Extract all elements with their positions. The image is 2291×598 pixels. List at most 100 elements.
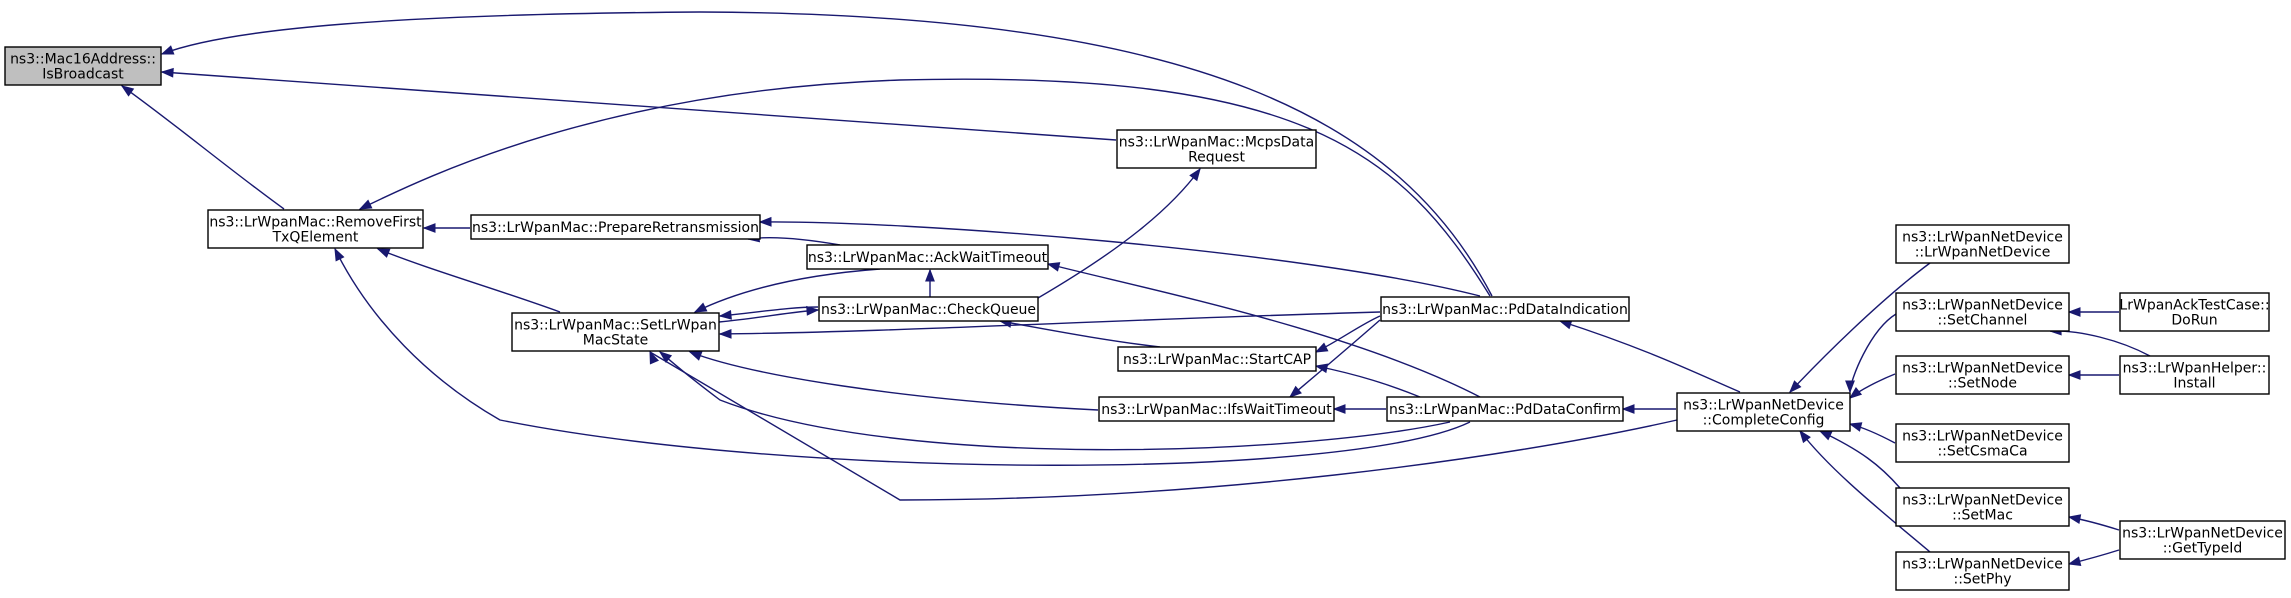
arrowhead-icon: [1314, 342, 1329, 353]
node-box[interactable]: [207, 209, 424, 249]
node-label: ::CompleteConfig: [1703, 413, 1825, 429]
edge-checkqueue-to-mcpsdata: [1037, 167, 1201, 299]
edge-line: [747, 236, 841, 246]
node-box[interactable]: [1895, 292, 2070, 332]
edge-pddataind-to-setlrwpan: [718, 311, 1381, 339]
node-label: ns3::LrWpanNetDevice: [2122, 526, 2283, 542]
node-box[interactable]: [1116, 129, 1317, 169]
edge-ifswait-to-pddataind: [1288, 319, 1381, 398]
node-checkqueue[interactable]: ns3::LrWpanMac::CheckQueue: [818, 296, 1039, 322]
node-prepareretx[interactable]: ns3::LrWpanMac::PrepareRetransmission: [470, 214, 761, 240]
arrowhead-icon: [1046, 262, 1061, 272]
node-setphy[interactable]: ns3::LrWpanNetDevice::SetPhy: [1895, 551, 2070, 591]
edge-line: [719, 311, 1381, 335]
edge-line: [1819, 430, 1901, 489]
arrowhead-icon: [422, 223, 436, 233]
node-box[interactable]: [2119, 292, 2270, 332]
node-box[interactable]: [511, 312, 720, 352]
arrowhead-icon: [1189, 167, 1201, 182]
node-label: ns3::LrWpanMac::SetLrWpan: [514, 318, 717, 334]
node-label: ns3::LrWpanNetDevice: [1902, 230, 2063, 246]
edge-ackwait-to-prepareretx: [746, 232, 841, 246]
node-label: ns3::LrWpanNetDevice: [1902, 557, 2063, 573]
node-label: ns3::LrWpanHelper::: [2123, 361, 2267, 377]
node-label: ns3::LrWpanMac::AckWaitTimeout: [808, 250, 1048, 266]
arrowhead-icon: [358, 199, 373, 210]
edge-line: [1559, 320, 1741, 393]
node-box[interactable]: [818, 296, 1039, 322]
node-pddataconf[interactable]: ns3::LrWpanMac::PdDataConfirm: [1386, 396, 1624, 422]
edge-pddataconf-to-ackwait: [1046, 262, 1481, 398]
arrowhead-icon: [160, 67, 174, 78]
node-pddataind[interactable]: ns3::LrWpanMac::PdDataIndication: [1380, 296, 1630, 322]
arrowhead-icon: [688, 351, 703, 361]
edge-setlrwpan-to-checkqueue: [718, 305, 820, 323]
node-box[interactable]: [4, 46, 162, 86]
node-label: LrWpanAckTestCase::: [2119, 298, 2269, 314]
node-setchannel[interactable]: ns3::LrWpanNetDevice::SetChannel: [1895, 292, 2070, 332]
node-label: ns3::LrWpanMac::McpsData: [1119, 135, 1314, 151]
arrowhead-icon: [1332, 404, 1346, 414]
node-label: ::SetCsmaCa: [1937, 444, 2027, 460]
arrowhead-icon: [2067, 514, 2082, 524]
edge-line: [334, 248, 1471, 466]
node-box[interactable]: [1895, 224, 2070, 264]
node-doRun[interactable]: LrWpanAckTestCase::DoRun: [2119, 292, 2270, 332]
node-box[interactable]: [1117, 346, 1317, 372]
node-box[interactable]: [470, 214, 761, 240]
node-label: ns3::LrWpanMac::CheckQueue: [821, 302, 1036, 318]
node-box[interactable]: [1895, 355, 2070, 395]
edge-pddataconf-to-startcap: [1314, 363, 1421, 398]
edge-line: [1799, 430, 1931, 553]
node-label: ns3::LrWpanNetDevice: [1683, 398, 1844, 414]
edge-doRun-to-setchannel: [2067, 307, 2120, 317]
node-setmac[interactable]: ns3::LrWpanNetDevice::SetMac: [1895, 487, 2070, 527]
node-box[interactable]: [2119, 355, 2270, 395]
node-setnode[interactable]: ns3::LrWpanNetDevice::SetNode: [1895, 355, 2070, 395]
node-ifswait[interactable]: ns3::LrWpanMac::IfsWaitTimeout: [1098, 396, 1335, 422]
node-box[interactable]: [1895, 487, 2070, 527]
node-label: ns3::LrWpanMac::StartCAP: [1123, 352, 1311, 368]
edge-line: [689, 351, 1099, 411]
edge-line: [1037, 168, 1201, 299]
node-label: ns3::LrWpanMac::IfsWaitTimeout: [1101, 402, 1332, 418]
edge-line: [1789, 262, 1931, 393]
arrowhead-icon: [758, 216, 772, 227]
edge-line: [759, 221, 1481, 297]
node-box[interactable]: [1895, 551, 2070, 591]
node-box[interactable]: [1676, 392, 1851, 432]
edge-line: [694, 268, 881, 313]
node-label: ::SetMac: [1952, 508, 2013, 524]
node-box[interactable]: [1386, 396, 1624, 422]
node-install[interactable]: ns3::LrWpanHelper::Install: [2119, 355, 2270, 395]
node-gettypeid[interactable]: ns3::LrWpanNetDevice::GetTypeId: [2119, 520, 2286, 560]
node-box[interactable]: [806, 244, 1049, 270]
edge-completeconfig-to-setlrwpan: [649, 350, 1678, 501]
edge-pddataconf-to-removefirst: [334, 247, 1471, 466]
node-box[interactable]: [2119, 520, 2286, 560]
edge-prepareretx-to-removefirst: [422, 223, 470, 233]
node-completeconfig[interactable]: ns3::LrWpanNetDevice::CompleteConfig: [1676, 392, 1851, 432]
arrowhead-icon: [2067, 370, 2081, 380]
node-label: ns3::LrWpanNetDevice: [1902, 429, 2063, 445]
edge-line: [121, 85, 285, 210]
node-label: ::LrWpanNetDevice: [1915, 245, 2051, 261]
node-box[interactable]: [1380, 296, 1630, 322]
edge-setnode-to-completeconfig: [1848, 373, 1896, 399]
node-box[interactable]: [1098, 396, 1335, 422]
node-ackwait[interactable]: ns3::LrWpanMac::AckWaitTimeout: [806, 244, 1049, 270]
edge-checkqueue-to-setlrwpan: [718, 306, 819, 320]
node-ctor[interactable]: ns3::LrWpanNetDevice::LrWpanNetDevice: [1895, 224, 2070, 264]
edge-line: [359, 78, 1491, 297]
node-label: ns3::Mac16Address::: [10, 52, 156, 68]
node-isbroadcast[interactable]: ns3::Mac16Address::IsBroadcast: [4, 46, 162, 86]
node-box[interactable]: [1895, 423, 2070, 463]
arrowhead-icon: [2067, 307, 2081, 317]
edge-line: [2049, 330, 2151, 357]
node-setcsmaca[interactable]: ns3::LrWpanNetDevice::SetCsmaCa: [1895, 423, 2070, 463]
node-startcap[interactable]: ns3::LrWpanMac::StartCAP: [1117, 346, 1317, 372]
